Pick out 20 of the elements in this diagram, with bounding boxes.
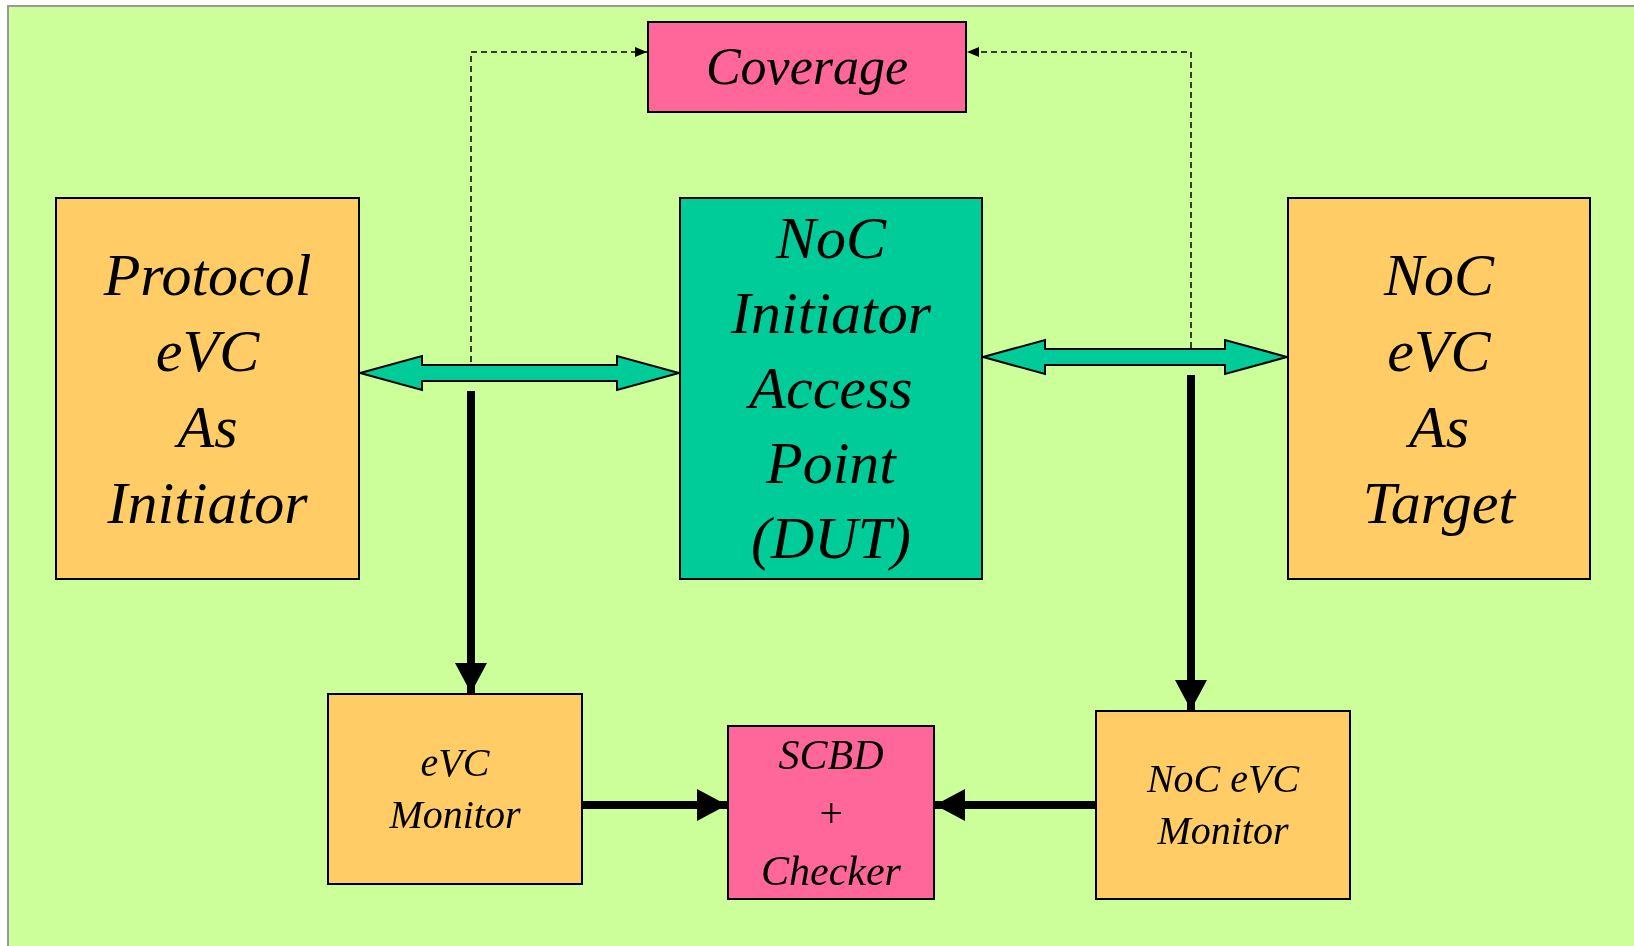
node-label: eVC Monitor	[389, 739, 521, 839]
node-label: NoC eVC Monitor	[1145, 755, 1301, 855]
coverage-box	[647, 21, 967, 113]
arrow	[455, 391, 487, 693]
node-label: Protocol eVC As Initiator	[103, 240, 312, 538]
initiator-box	[55, 197, 360, 580]
arrow	[583, 789, 727, 821]
node-label: SCBD + Checker	[761, 730, 901, 896]
node-label: NoC eVC As Target	[1362, 240, 1516, 538]
monitor-box	[327, 693, 583, 885]
arrow	[935, 789, 1095, 821]
dashed-arrow	[966, 47, 1192, 349]
target-box	[1287, 197, 1591, 580]
dut-box	[679, 197, 983, 580]
node-label: NoC Initiator Access Point (DUT)	[731, 204, 931, 573]
scoreboard-box	[727, 725, 935, 900]
monitor-box	[1095, 710, 1351, 900]
node-label: Coverage	[705, 37, 909, 97]
arrow	[1175, 375, 1207, 710]
dashed-arrow	[470, 47, 648, 363]
